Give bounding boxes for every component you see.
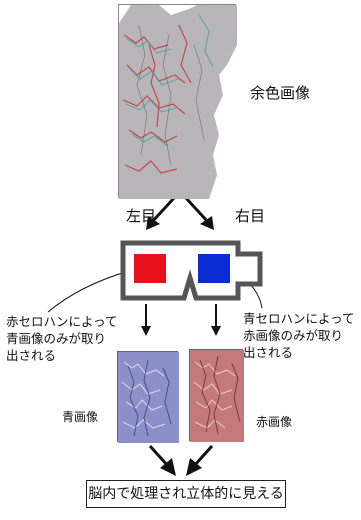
arrow-red-to-result [186, 444, 214, 476]
result-box: 脳内で処理され立体的に見える [86, 480, 286, 508]
arrow-blue-to-result [148, 444, 176, 476]
left-eye-label: 左目 [126, 207, 157, 225]
blue-lens [198, 254, 230, 283]
blue-image-caption: 青画像 [62, 410, 99, 424]
right-note-line-3: 出される [243, 345, 294, 360]
right-eye-label: 右目 [235, 207, 266, 225]
arrow-left-lens-down [141, 304, 151, 336]
anaglyph-terrain-image [118, 4, 237, 199]
red-image-caption: 赤画像 [256, 415, 293, 429]
blue-image-graphic [118, 352, 179, 443]
anaglyph-terrain-graphic [119, 5, 237, 199]
arrow-right-lens-down [211, 304, 221, 336]
red-image [189, 349, 244, 442]
right-lens-note: 青セロハンによって 赤画像のみが取り 出される [243, 310, 355, 361]
left-note-line-1: 赤セロハンによって [6, 314, 118, 329]
left-note-line-2: 青画像のみが取り [6, 331, 107, 346]
arrow-to-right-eye [184, 196, 214, 230]
anaglyph-glasses [120, 240, 266, 302]
left-lens-note: 赤セロハンによって 青画像のみが取り 出される [6, 313, 118, 364]
glasses-graphic [120, 240, 263, 301]
left-note-line-3: 出される [6, 348, 57, 363]
right-note-line-2: 赤画像のみが取り [243, 328, 344, 343]
red-image-graphic [190, 350, 244, 442]
anaglyph-caption: 余色画像 [250, 84, 311, 102]
red-lens [134, 254, 166, 283]
right-note-line-1: 青セロハンによって [243, 311, 355, 326]
blue-image [117, 351, 179, 443]
arrow-to-left-eye [146, 196, 176, 230]
